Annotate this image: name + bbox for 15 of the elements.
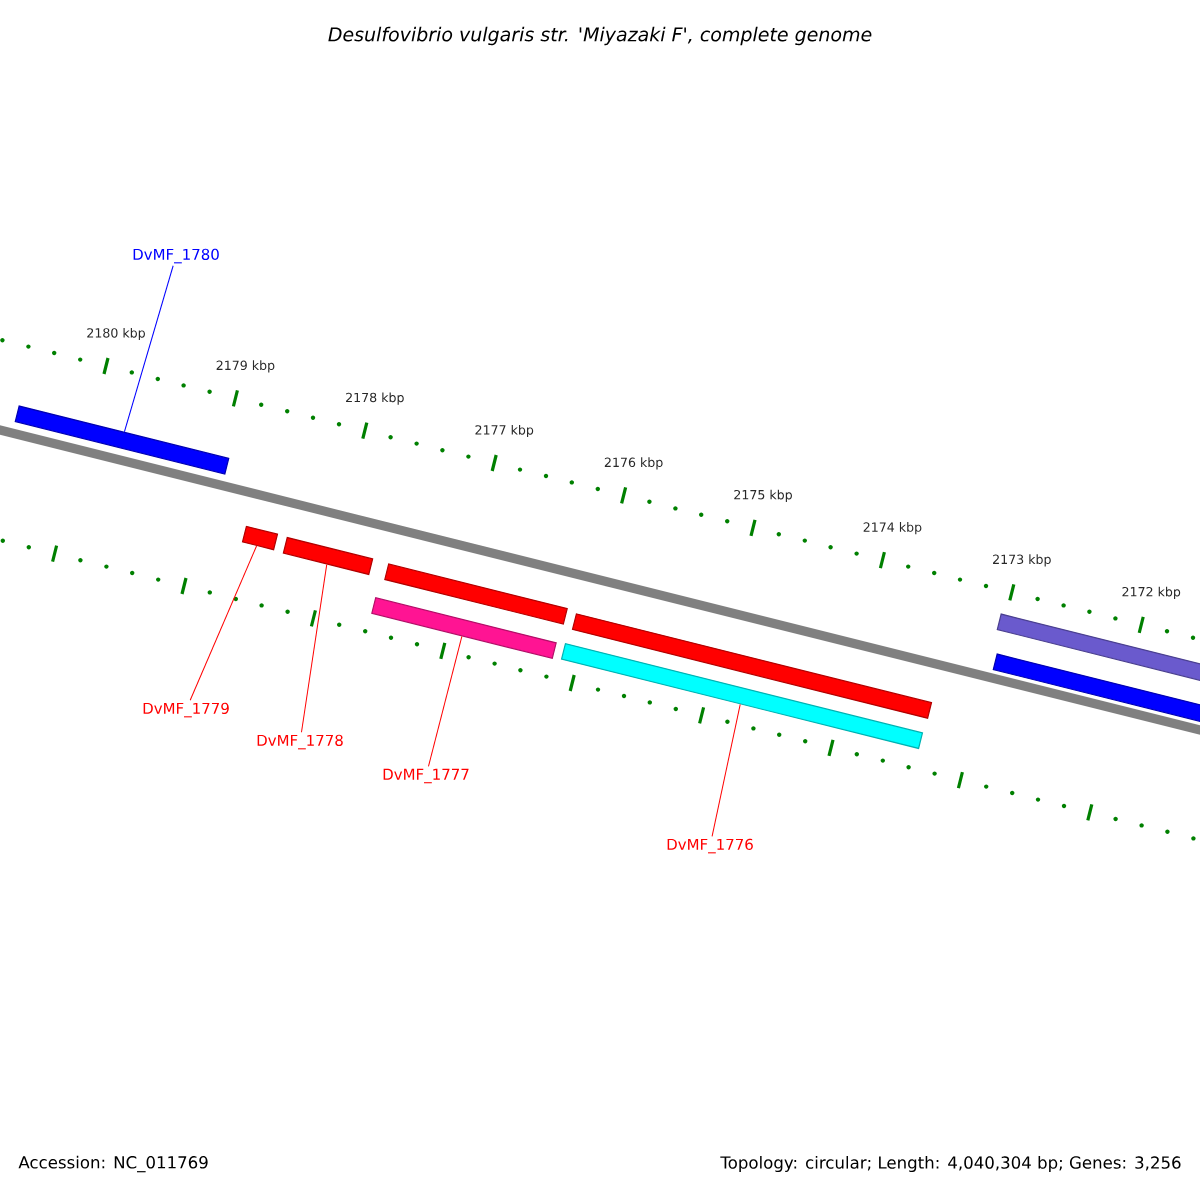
gene-block: [282, 536, 374, 576]
gene-block: [996, 613, 1200, 683]
leader-line: [123, 265, 174, 433]
gene-block: [241, 525, 279, 551]
gene-block: [992, 653, 1200, 723]
title: Desulfovibrio vulgaris str. 'Miyazaki F', complete genome: [328, 26, 872, 46]
leader-line: [189, 545, 258, 701]
gene-block: [14, 405, 230, 475]
leader-line: [427, 635, 463, 767]
accession-text: Accession: NC_011769: [18, 1155, 208, 1173]
genome-info-text: Topology: circular; Length: 4,040,304 bp; Genes: 3,256: [720, 1156, 1181, 1173]
leader-line: [711, 703, 741, 837]
gene-block: [384, 563, 568, 625]
gene-block: [571, 613, 933, 719]
leader-line: [300, 564, 328, 733]
